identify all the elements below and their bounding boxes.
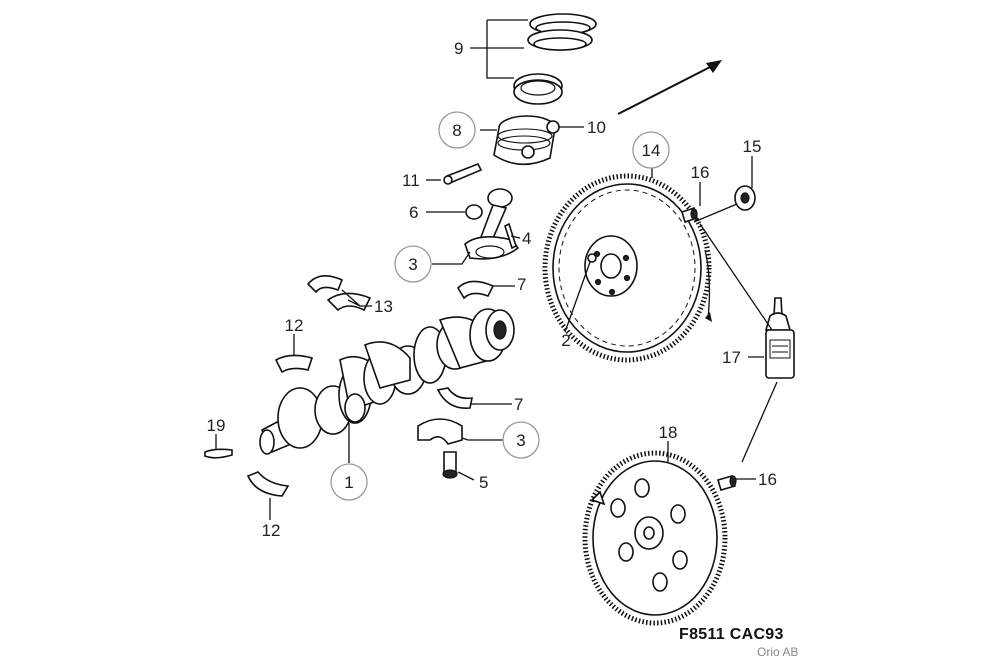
callout-2: 2 [561,331,570,350]
callout-4: 4 [522,229,531,248]
gudgeon-pin [443,162,483,185]
big-end-bolt [442,451,458,479]
callout-10: 10 [587,118,606,137]
callout-8: 8 [452,121,461,140]
figure-reference-code: F8511 CAC93 [679,626,784,643]
locking-fluid-bottle [764,297,795,379]
callout-1: 1 [344,473,353,492]
callout-19: 19 [207,416,226,435]
big-end-cap [417,418,463,445]
flywheel [542,173,712,363]
callout-17: 17 [722,348,741,367]
callout-circle-3-upper [394,245,432,283]
callout-circle-14 [632,131,670,169]
small-end-bush [465,204,483,220]
callout-3-upper: 3 [408,255,417,274]
callout-13: 13 [374,297,393,316]
flywheel-bolt-upper [681,206,698,224]
drive-plate-bolt [717,475,737,491]
callout-6: 6 [409,203,418,222]
circlip [546,120,560,134]
callout-14: 14 [642,141,661,160]
direction-arrow [617,60,722,115]
pilot-bearing [734,185,756,211]
piston [493,115,556,166]
callout-16-upper: 16 [691,163,710,182]
copyright-owner: Orio AB [757,645,799,659]
main-bearing-shell-front-lower [246,471,290,497]
callout-circle-3-lower [502,421,540,459]
main-bearing-shell-front-upper [274,354,314,374]
connecting-rod [464,188,520,260]
main-bearing-shell-upper [456,280,495,300]
main-bearing-shell-lower [436,387,474,409]
callout-5: 5 [479,473,488,492]
callout-15: 15 [743,137,762,156]
crankshaft [259,308,515,455]
callout-3-lower: 3 [516,431,525,450]
woodruff-key [204,448,233,459]
callout-7-lower: 7 [514,395,523,414]
callout-circle-1 [330,463,368,501]
callout-12-lower: 12 [262,521,281,540]
callout-18: 18 [659,423,678,442]
piston-rings [513,13,597,105]
thrust-shells [306,275,372,312]
callout-12-upper: 12 [285,316,304,335]
callout-16-lower: 16 [758,470,777,489]
callout-7-upper: 7 [517,275,526,294]
drive-plate [582,450,728,626]
callout-9: 9 [454,39,463,58]
callout-11: 11 [402,171,420,190]
callout-circle-8 [438,111,476,149]
